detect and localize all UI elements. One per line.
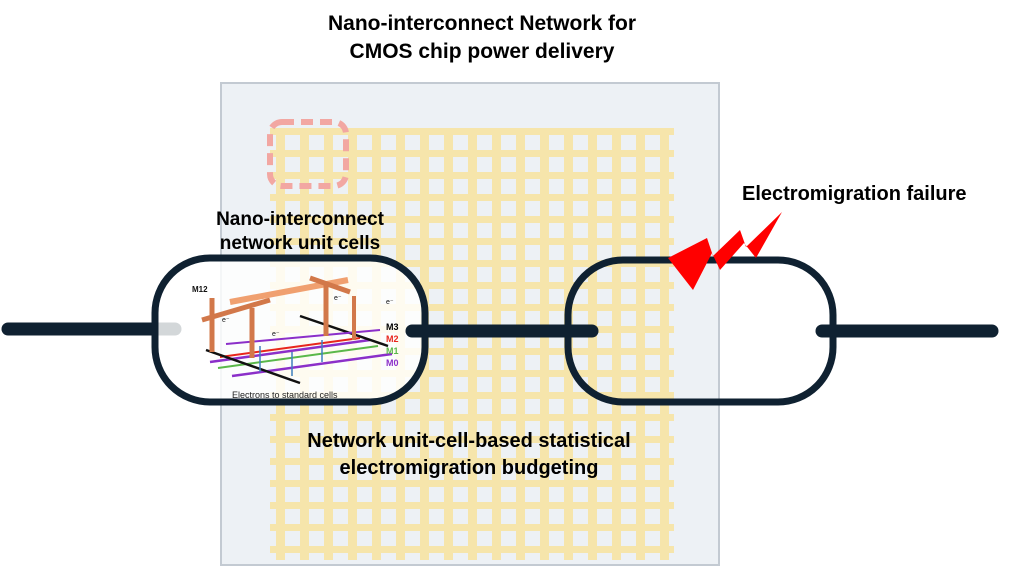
unit-cell-caption: Electrons to standard cells (232, 390, 338, 400)
grid-horizontal-line-15 (270, 458, 674, 465)
grid-horizontal-line-8 (270, 304, 674, 311)
m0-line-b (231, 352, 393, 378)
grid-horizontal-line-19 (270, 546, 674, 553)
electron-label-2: e⁻ (272, 331, 280, 338)
unit-cells-label-line-1: Nano-interconnect (216, 209, 384, 230)
unit-cell-highlight (267, 119, 349, 189)
layer-label-m3: M3 (386, 322, 399, 332)
layer-label-m2: M2 (386, 334, 399, 344)
m12-label: M12 (192, 285, 208, 294)
grid-horizontal-line-0 (270, 128, 674, 135)
failed-link (564, 256, 837, 406)
grid-horizontal-line-7 (270, 282, 674, 289)
grid-vertical-line-16 (660, 128, 669, 560)
lightning-bolt-icon (668, 212, 782, 290)
grid-horizontal-line-13 (270, 414, 674, 421)
unit-cells-label-line-2: network unit cells (219, 233, 381, 254)
grid-horizontal-line-4 (270, 216, 674, 223)
grid-vertical-line-13 (588, 128, 597, 560)
title-line-1: Nano-interconnect Network for (327, 12, 637, 35)
electron-label-3: e⁻ (334, 295, 342, 302)
grid-vertical-line-9 (492, 128, 501, 560)
unit-cell-sketch: M12 e⁻ e⁻ e⁻ e⁻ M3 M2 M1 M0 Electrons to… (192, 275, 399, 400)
m2-line (219, 337, 361, 358)
grid-horizontal-line-10 (270, 348, 674, 355)
grid-vertical-line-11 (540, 128, 549, 560)
grid-horizontal-line-14 (270, 436, 674, 443)
budgeting-label: Network unit-cell-based statistical elec… (254, 428, 684, 482)
grid-horizontal-line-3 (270, 194, 674, 201)
grid-vertical-line-7 (444, 128, 453, 560)
grid-vertical-line-14 (612, 128, 621, 560)
grid-horizontal-line-2 (270, 172, 674, 179)
grid-vertical-line-8 (468, 128, 477, 560)
top-bar-right (309, 275, 351, 295)
grid-horizontal-line-16 (270, 480, 674, 487)
grid-horizontal-line-11 (270, 370, 674, 377)
diagram-title: Nano-interconnect Network for CMOS chip … (262, 10, 702, 66)
grid-horizontal-line-1 (270, 150, 674, 157)
m3-line-b (299, 314, 389, 348)
unit-cells-label: Nano-interconnect network unit cells (186, 208, 414, 256)
m3-line-a (205, 348, 301, 385)
grid-horizontal-line-18 (270, 524, 674, 531)
grid-horizontal-line-6 (270, 260, 674, 267)
budgeting-label-line-1: Network unit-cell-based statistical (307, 430, 631, 452)
grid-horizontal-line-5 (270, 238, 674, 245)
grid-horizontal-line-12 (270, 392, 674, 399)
grid-vertical-line-15 (636, 128, 645, 560)
m0-line-a (209, 338, 371, 364)
layer-label-m0: M0 (386, 358, 399, 368)
grid-vertical-line-10 (516, 128, 525, 560)
electron-label-1: e⁻ (222, 317, 230, 324)
electromigration-failure-label: Electromigration failure (742, 183, 967, 205)
grid-horizontal-line-17 (270, 502, 674, 509)
title-line-2: CMOS chip power delivery (349, 40, 615, 63)
electron-label-4: e⁻ (386, 299, 394, 306)
budgeting-label-line-2: electromigration budgeting (339, 457, 599, 479)
layer-label-m1: M1 (386, 346, 399, 356)
